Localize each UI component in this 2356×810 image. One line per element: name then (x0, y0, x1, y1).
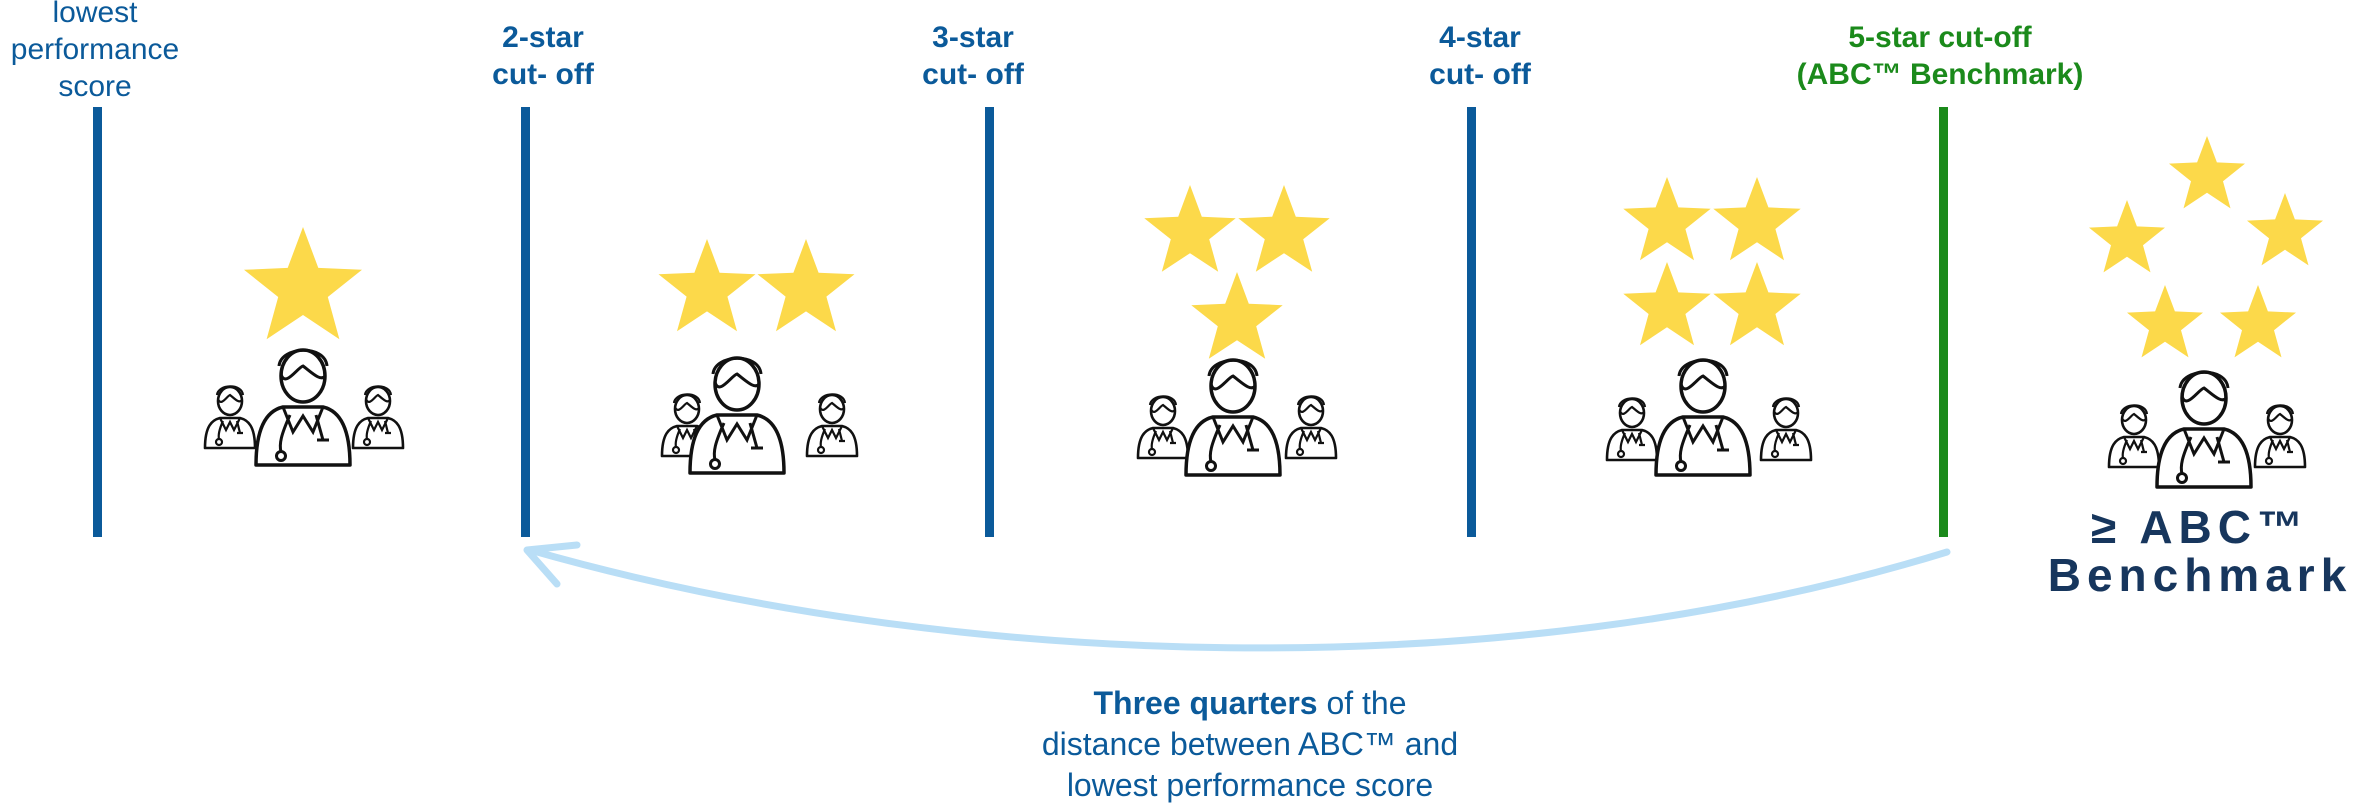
doctor-icon (2253, 404, 2307, 469)
caption-rest: of the (1317, 685, 1407, 721)
caption-line-3: lowest performance score (1066, 767, 1434, 803)
marker-label-line: (ABC™ Benchmark) (1796, 58, 2084, 91)
cutoff-line-3star (985, 107, 994, 537)
benchmark-line-1: ≥ ABC™ (2091, 501, 2309, 553)
marker-label-line: lowest (52, 0, 138, 29)
star-icon (2247, 193, 2323, 266)
star-icon (757, 239, 855, 332)
doctor-icon (1284, 395, 1338, 460)
marker-label-line: 3-star (932, 21, 1014, 54)
arrow-head-icon (523, 541, 581, 588)
doctor-icon (203, 385, 257, 450)
caption-line-2: distance between ABC™ and (1041, 726, 1459, 762)
star-icon (1713, 177, 1801, 261)
cutoff-line-5star (1939, 107, 1948, 537)
marker-label-line: 2-star (502, 21, 584, 54)
cutoff-line-lowest (93, 107, 102, 537)
marker-label-line: cut- off (1429, 58, 1531, 91)
doctor-icon (2107, 404, 2161, 469)
caption-line-1: Three quarters of the (950, 683, 1550, 724)
marker-label-line: cut- off (922, 58, 1024, 91)
benchmark-label: ≥ ABC™ Benchmark (2040, 503, 2356, 599)
doctor-icon (1136, 395, 1190, 460)
curved-arrow-icon (526, 546, 1951, 652)
doctor-group (1605, 358, 1813, 477)
marker-label-3star: 3-star cut- off (873, 19, 1073, 93)
star-icon (1623, 262, 1711, 346)
star-icon (2169, 136, 2245, 209)
star-icon (2220, 285, 2296, 358)
marker-label-5star: 5-star cut-off (ABC™ Benchmark) (1740, 19, 2140, 93)
star-icon (1144, 185, 1236, 272)
arrow-caption: Three quarters of the distance between A… (950, 683, 1550, 806)
star-icon (244, 227, 362, 340)
doctor-icon (1184, 358, 1282, 477)
doctor-group (1136, 358, 1338, 477)
star-icon (1713, 262, 1801, 346)
doctor-group (660, 356, 859, 475)
doctor-icon (254, 348, 352, 467)
caption-bold: Three quarters (1093, 685, 1318, 721)
benchmark-line-2: Benchmark (2047, 549, 2353, 601)
star-icon (2089, 200, 2165, 273)
doctor-icon (805, 393, 859, 458)
marker-label-line: score (58, 70, 132, 103)
cutoff-line-2star (521, 107, 530, 537)
marker-label-line: 5-star cut-off (1848, 21, 2032, 54)
star-icon (1623, 177, 1711, 261)
doctor-icon (2155, 370, 2253, 489)
marker-label-line: performance (10, 33, 180, 66)
stars-layer (244, 136, 2323, 359)
doctor-icon (351, 385, 405, 450)
doctor-icon (1654, 358, 1752, 477)
doctor-group (2107, 370, 2307, 489)
marker-label-line: 4-star (1439, 21, 1521, 54)
star-icon (1191, 272, 1283, 359)
marker-label-4star: 4-star cut- off (1380, 19, 1580, 93)
doctor-icon (688, 356, 786, 475)
marker-label-lowest: lowest performance score (0, 0, 190, 105)
star-icon (658, 239, 756, 332)
star-icon (1238, 185, 1330, 272)
doctor-icon (1759, 397, 1813, 462)
doctor-icon (1605, 397, 1659, 462)
doctor-groups-layer (203, 348, 2307, 489)
doctor-group (203, 348, 405, 467)
marker-label-line: cut- off (492, 58, 594, 91)
star-icon (2127, 285, 2203, 358)
marker-label-2star: 2-star cut- off (443, 19, 643, 93)
cutoff-line-4star (1467, 107, 1476, 537)
